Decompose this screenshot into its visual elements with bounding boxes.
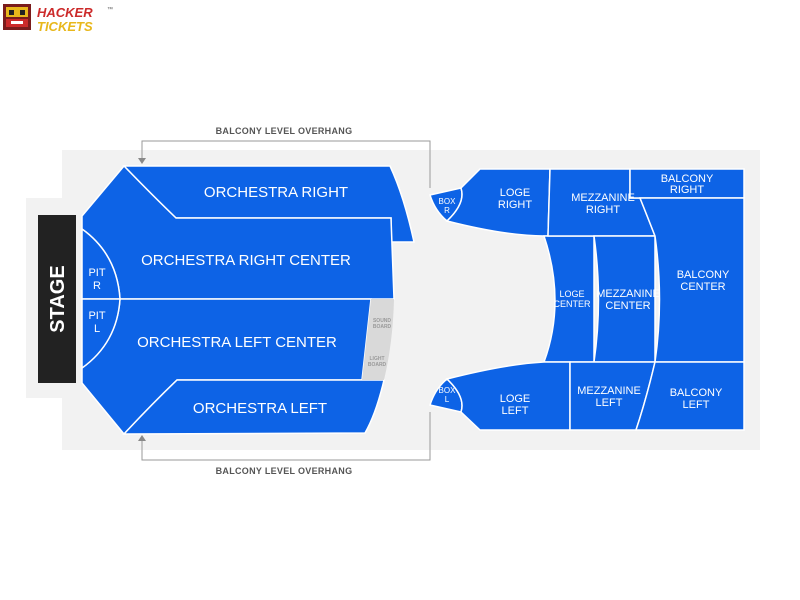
logo-trademark: ™ [107,6,113,13]
section-balcony-center[interactable] [638,197,745,363]
hacker-tickets-logo[interactable]: HACKER TICKETS ™ [3,4,113,34]
section-mezzanine-center[interactable] [593,235,656,363]
overhang-top [141,140,431,188]
overhang-bottom [141,412,431,461]
section-loge-left[interactable] [445,361,571,431]
logo-line2: TICKETS [37,19,93,34]
logo-line1: HACKER [37,5,93,20]
overhang-bottom-arrow-icon [138,435,146,441]
stage [38,215,76,383]
sound-board-booth [362,299,394,380]
overhang-top-label: BALCONY LEVEL OVERHANG [216,126,353,136]
section-balcony-left[interactable] [634,361,745,431]
section-orchestra-left[interactable] [122,379,385,435]
section-pit-l[interactable] [81,298,121,370]
logo-mascot-icon [3,4,31,30]
overhang-bottom-label: BALCONY LEVEL OVERHANG [216,466,353,476]
section-balcony-right[interactable] [629,168,745,199]
overhang-top-arrow-icon [138,158,146,164]
